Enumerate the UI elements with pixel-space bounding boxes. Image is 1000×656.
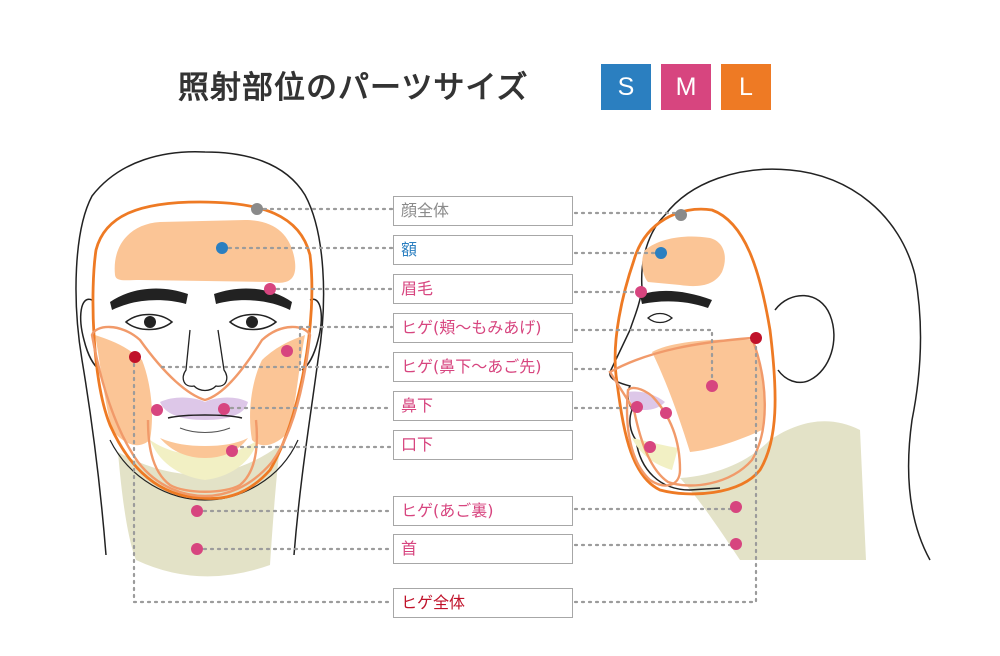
front-beard-outline [90,325,312,498]
front-nose [182,329,228,392]
dot-cheek-front [281,345,293,357]
dot-forehead-side [655,247,667,259]
dot-neck-front [191,543,203,555]
front-chin-skin [160,438,248,458]
dot-jaw-front [191,505,203,517]
front-chin-outline [146,419,259,493]
front-lower-lip [179,427,231,433]
side-eye [647,312,673,324]
label-face-whole: 顔全体 [393,196,573,226]
dot-eyebrow-front [264,283,276,295]
label-under-nose: 鼻下 [393,391,573,421]
front-mouth [167,414,243,419]
size-badge-m: M [661,64,711,110]
label-neck: 首 [393,534,573,564]
dot-neck-side [730,538,742,550]
side-eyebrow [640,290,712,308]
front-left-eye [124,313,174,331]
dot-face-front [251,203,263,215]
front-right-cheek-region [250,335,305,446]
side-ear [774,294,835,384]
dot-jaw-side [730,501,742,513]
dot-upperlip-side [660,407,672,419]
front-right-pupil [246,316,258,328]
side-face-outline-large [613,207,777,496]
side-head-outline [664,168,931,561]
label-beard-under-jaw: ヒゲ(あご裏) [393,496,573,526]
front-left-ear [79,298,101,371]
front-left-eyebrow [110,288,188,310]
dot-nose-side [631,401,643,413]
connector-cheek-left [298,325,394,372]
marker-dots [129,203,762,555]
label-beard-cheek-sideburns: ヒゲ(頬〜もみあげ) [393,313,573,343]
side-chin-outline [625,386,682,487]
connector-lines [132,207,758,604]
dot-mouth-side [644,441,656,453]
size-badge-l: L [721,64,771,110]
front-left-cheek-region [95,335,153,446]
label-beard-nose-to-chin: ヒゲ(鼻下〜あご先) [393,352,573,382]
dot-mouth-front [226,445,238,457]
dot-allbeard-side [750,332,762,344]
front-face-outline-large [91,200,314,500]
front-left-pupil [144,316,156,328]
dot-nose-front [151,404,163,416]
side-cheek-region [652,339,765,452]
front-forehead-region [114,220,296,283]
dot-face-side [675,209,687,221]
connector-allbeard-right [573,338,758,604]
front-chin-region [150,440,258,480]
label-eyebrows: 眉毛 [393,274,573,304]
front-right-ear [301,298,323,371]
side-face-illustration [608,168,931,561]
dot-forehead-front [216,242,228,254]
label-under-mouth: 口下 [393,430,573,460]
dot-allbeard-front [129,351,141,363]
dot-cheek-side [706,380,718,392]
page-title: 照射部位のパーツサイズ [178,70,529,106]
label-forehead: 額 [393,235,573,265]
side-forehead-region [642,236,725,287]
size-badge-s: S [601,64,651,110]
connector-allbeard-left [132,355,394,604]
dot-eyebrow-side [635,286,647,298]
front-right-eyebrow [214,288,292,310]
dot-upperlip-front [218,403,230,415]
side-neck-region [680,421,866,560]
front-right-eye [228,313,278,331]
label-beard-whole: ヒゲ全体 [393,588,573,618]
